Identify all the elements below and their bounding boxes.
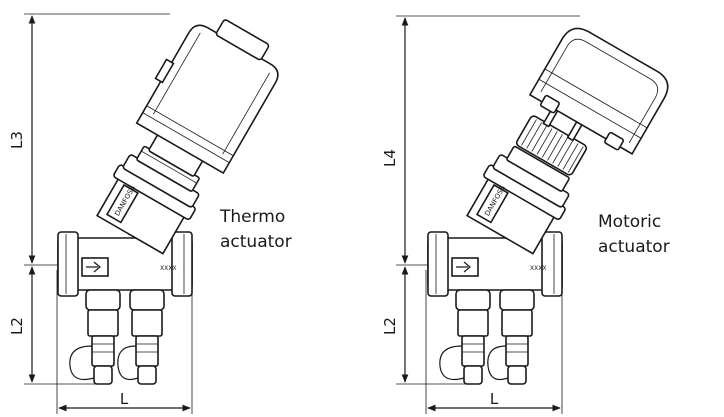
pipe-end-right [171,231,193,297]
l3-label: L3 [8,131,26,149]
pipe-end-left [57,231,79,297]
thermo-caption-line2: actuator [220,232,292,252]
l4-label: L4 [381,149,399,167]
valve-logo-mark: XXXX [160,265,176,272]
flow-arrow-icon [86,261,101,273]
brand-label-plate-r [475,183,509,224]
thermo-valve-drawing: L3 L2 L XXXX DANFOSS [8,13,292,414]
valve-logo-mark-r: XXXX [530,265,546,272]
l2r-label: L2 [381,317,399,335]
actuator-cap [215,19,270,61]
motoric-actuator-assembly: DANFOSS [465,27,669,255]
flow-arrow-icon-r [456,261,471,273]
motoric-caption-line1: Motoric [598,212,661,232]
thermo-caption-line1: Thermo [219,207,285,227]
l2-label: L2 [8,317,26,335]
motoric-actuator-housing [528,27,669,155]
thermo-actuator-assembly: DANFOSS [95,19,279,255]
cap-strap-right [117,345,139,381]
cap-strap-left [69,345,95,381]
actuator-clip [154,58,175,84]
measuring-nipples [69,289,165,385]
motoric-valve-drawing: L4 L2 L XXXX DANFOSS [381,15,670,414]
l-label: L [120,390,129,408]
measuring-nipples-r [439,289,535,385]
connector-pin-right [566,120,583,142]
motoric-caption-line2: actuator [598,237,670,257]
brand-label-plate [105,183,139,224]
lr-label: L [490,390,499,408]
